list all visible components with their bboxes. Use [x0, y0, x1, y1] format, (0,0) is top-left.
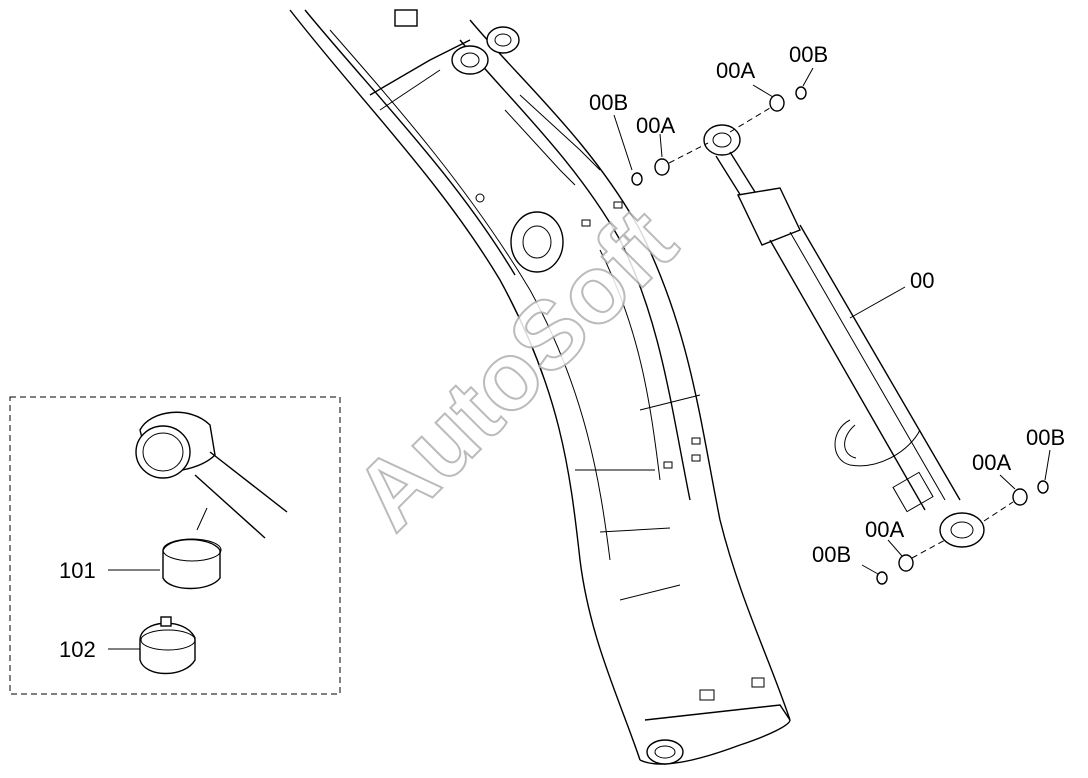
label-00b-top-right: 00B: [789, 42, 828, 67]
label-00b-bottom-right: 00B: [1026, 425, 1065, 450]
hydraulic-cylinder: [703, 124, 985, 548]
label-00a-top-left: 00A: [636, 113, 675, 138]
ring-00a-lower-right: [1012, 488, 1028, 506]
label-102-clip: 102: [59, 637, 96, 662]
label-00-cylinder: 00: [910, 268, 934, 293]
ring-00b-lower-left: [876, 571, 888, 585]
ring-00a-lower-left: [898, 554, 914, 572]
ring-00a-upper-right: [769, 94, 785, 112]
ring-set: [631, 86, 1049, 585]
ring-00b-lower-right: [1037, 480, 1049, 494]
ring-00a-upper-left: [654, 158, 670, 176]
label-00a-bottom-right: 00A: [972, 450, 1011, 475]
callout-leaders: [613, 67, 1051, 575]
inset-detail: [9, 396, 341, 695]
label-00a-top-right: 00A: [716, 58, 755, 83]
boom-arm: [289, 9, 791, 765]
label-101-bushing: 101: [59, 558, 96, 583]
ring-00b-upper-left: [631, 172, 643, 186]
ring-00b-upper-right: [795, 86, 807, 100]
label-00b-top-left: 00B: [589, 90, 628, 115]
label-00b-bottom-left: 00B: [812, 542, 851, 567]
label-00a-bottom-left: 00A: [865, 517, 904, 542]
